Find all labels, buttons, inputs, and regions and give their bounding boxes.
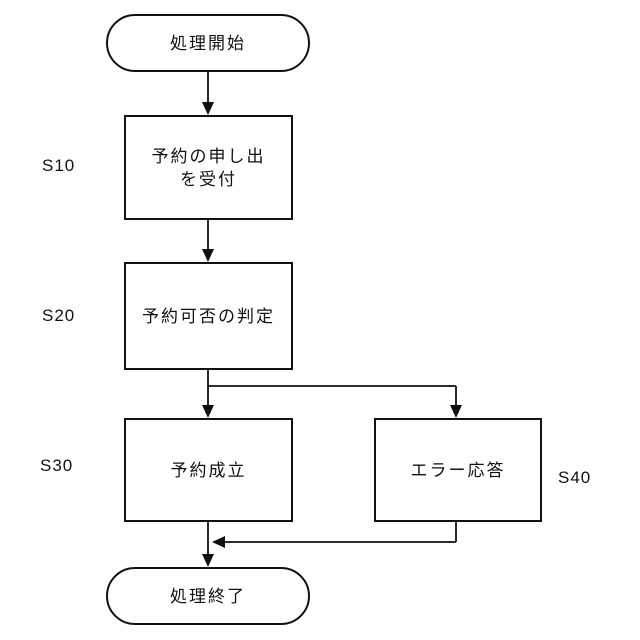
connector-s20-branch [202, 370, 462, 418]
node-s20-process: 予約可否の判定 [124, 262, 293, 370]
node-end-terminator: 処理終了 [106, 567, 310, 625]
arrowhead-down-icon [202, 405, 214, 418]
step-label-s40: S40 [558, 468, 592, 487]
node-s10-process: 予約の申し出 を受付 [124, 115, 293, 220]
step-label-s10: S10 [42, 156, 76, 175]
arrowhead-down-icon [450, 405, 462, 418]
node-s30-label: 予約成立 [170, 460, 247, 480]
connector-s40-to-merge [212, 522, 457, 548]
node-start-terminator: 処理開始 [106, 14, 310, 72]
node-s40-label: エラー応答 [410, 460, 506, 480]
arrowhead-left-icon [212, 536, 225, 548]
node-end-label: 処理終了 [170, 586, 246, 606]
arrowhead-down-icon [202, 249, 214, 262]
node-s10-label: 予約の申し出 を受付 [151, 146, 266, 189]
connector-start-to-s10 [202, 72, 214, 115]
node-s40-process: エラー応答 [374, 418, 542, 522]
node-s30-process: 予約成立 [124, 418, 293, 522]
node-start-label: 処理開始 [170, 33, 246, 53]
connector-s10-to-s20 [202, 220, 214, 262]
node-s20-label: 予約可否の判定 [142, 306, 275, 326]
arrowhead-down-icon [202, 102, 214, 115]
step-label-s20: S20 [42, 306, 76, 325]
arrowhead-down-icon [202, 554, 214, 567]
step-label-s30: S30 [40, 456, 74, 475]
connector-s30-to-end [202, 522, 214, 567]
